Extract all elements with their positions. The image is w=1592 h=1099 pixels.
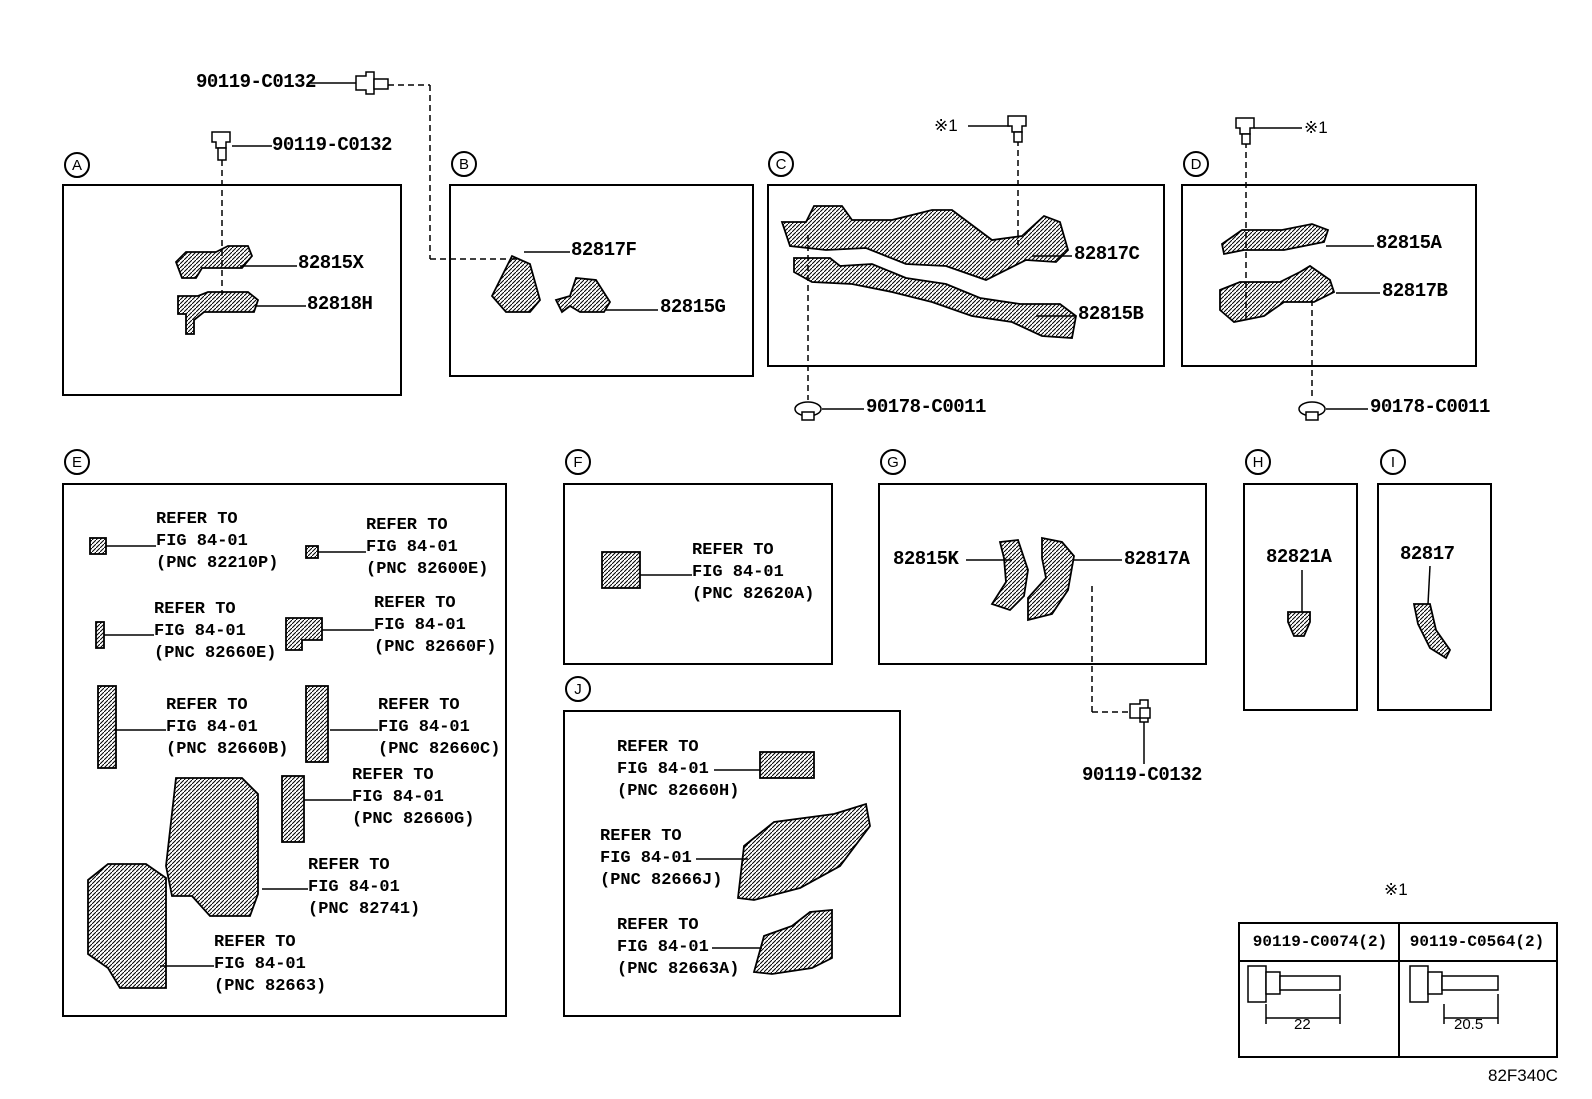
section-marker-j: J bbox=[565, 676, 591, 702]
label-d-part1: 82815A bbox=[1376, 232, 1442, 254]
panel-c bbox=[767, 184, 1165, 367]
label-c-clip: 90178-C0011 bbox=[866, 396, 986, 418]
label-g-part2: 82817A bbox=[1124, 548, 1190, 570]
panel-h bbox=[1243, 483, 1358, 711]
label-h-part: 82821A bbox=[1266, 546, 1332, 568]
table-divider bbox=[1398, 924, 1400, 1056]
label-c-part1: 82817C bbox=[1074, 243, 1140, 265]
label-d-note: ※1 bbox=[1304, 118, 1328, 137]
label-b-part2: 82815G bbox=[660, 296, 726, 318]
label-g-bolt: 90119-C0132 bbox=[1082, 764, 1202, 786]
label-b-part1: 82817F bbox=[571, 239, 637, 261]
section-marker-e: E bbox=[64, 449, 90, 475]
panel-i bbox=[1377, 483, 1492, 711]
table-header-1: 90119-C0074(2) bbox=[1240, 924, 1400, 962]
label-g-part1: 82815K bbox=[893, 548, 959, 570]
diagram-code: 82F340C bbox=[1488, 1066, 1558, 1085]
section-marker-f: F bbox=[565, 449, 591, 475]
section-marker-b: B bbox=[451, 151, 477, 177]
label-c-part2: 82815B bbox=[1078, 303, 1144, 325]
section-marker-a: A bbox=[64, 152, 90, 178]
dim-1: 22 bbox=[1294, 1016, 1311, 1033]
panel-a bbox=[62, 184, 402, 396]
label-top-bolt: 90119-C0132 bbox=[196, 71, 316, 93]
panel-g bbox=[878, 483, 1207, 665]
table-header-2: 90119-C0564(2) bbox=[1398, 924, 1556, 962]
bolt-spec-table: 90119-C0074(2) 90119-C0564(2) bbox=[1238, 922, 1558, 1058]
label-a-part2: 82818H bbox=[307, 293, 373, 315]
section-marker-d: D bbox=[1183, 151, 1209, 177]
label-c-note: ※1 bbox=[934, 116, 958, 135]
panel-b bbox=[449, 184, 754, 377]
label-d-part2: 82817B bbox=[1382, 280, 1448, 302]
label-i-part: 82817 bbox=[1400, 543, 1455, 565]
section-marker-c: C bbox=[768, 151, 794, 177]
label-d-clip: 90178-C0011 bbox=[1370, 396, 1490, 418]
section-marker-g: G bbox=[880, 449, 906, 475]
dim-2: 20.5 bbox=[1454, 1016, 1484, 1033]
section-marker-h: H bbox=[1245, 449, 1271, 475]
section-marker-i: I bbox=[1380, 449, 1406, 475]
label-a-part1: 82815X bbox=[298, 252, 364, 274]
label-a-bolt: 90119-C0132 bbox=[272, 134, 392, 156]
table-note: ※1 bbox=[1384, 880, 1408, 899]
panel-d bbox=[1181, 184, 1477, 367]
